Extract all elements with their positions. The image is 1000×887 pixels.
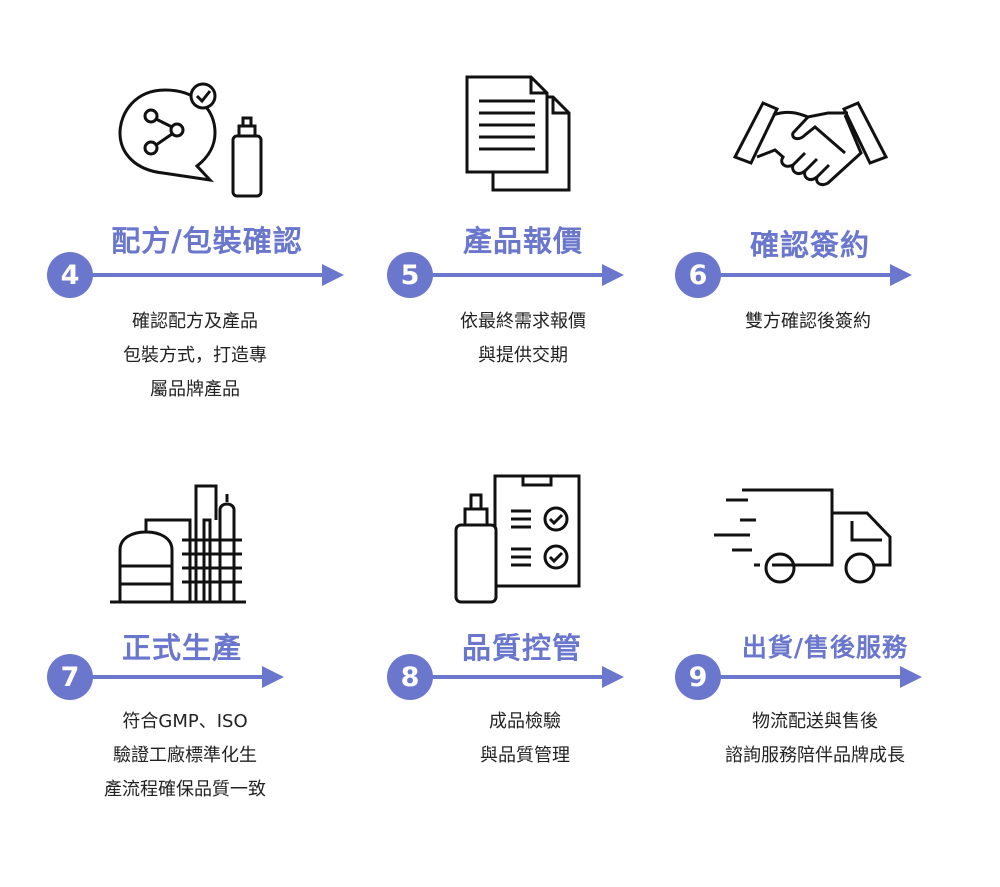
arrow-head: [890, 264, 912, 286]
arrow-line: [698, 273, 893, 277]
desc-line: 符合GMP、ISO: [122, 711, 248, 732]
desc-line: 依最終需求報價: [460, 311, 586, 332]
chat-molecule-bottle-icon: [115, 78, 275, 200]
desc-line: 物流配送與售後: [752, 711, 878, 732]
delivery-truck-icon: [712, 485, 897, 585]
step-number-badge: 8: [387, 654, 433, 700]
step-number-badge: 6: [675, 252, 721, 298]
arrow-head: [602, 666, 624, 688]
step-title: 產品報價: [462, 224, 584, 258]
step-description: 雙方確認後簽約: [745, 305, 871, 339]
desc-line: 與提供交期: [478, 345, 568, 366]
arrow-head: [322, 264, 344, 286]
checklist-bottle-icon: [453, 473, 583, 605]
arrow-line: [698, 675, 903, 679]
desc-line: 與品質管理: [480, 745, 570, 766]
step-description: 成品檢驗 與品質管理: [480, 705, 570, 773]
step-description: 符合GMP、ISO 驗證工廠標準化生 產流程確保品質一致: [104, 705, 266, 807]
arrow-head: [602, 264, 624, 286]
step-title: 正式生產: [121, 631, 243, 665]
desc-line: 雙方確認後簽約: [745, 311, 871, 332]
step-number-badge: 9: [675, 654, 721, 700]
arrow-line: [410, 675, 605, 679]
desc-line: 成品檢驗: [489, 711, 561, 732]
arrow-head: [262, 666, 284, 688]
arrow-line: [70, 675, 265, 679]
desc-line: 產流程確保品質一致: [104, 779, 266, 800]
step-number-badge: 4: [47, 252, 93, 298]
step-description: 依最終需求報價 與提供交期: [460, 305, 586, 373]
step-title: 品質控管: [461, 631, 583, 665]
step-description: 確認配方及產品 包裝方式，打造專 屬品牌產品: [123, 305, 267, 407]
step-title: 確認簽約: [749, 228, 871, 262]
arrow-head: [900, 666, 922, 688]
step-description: 物流配送與售後 諮詢服務陪伴品牌成長: [725, 705, 905, 773]
step-number-badge: 7: [47, 654, 93, 700]
handshake-icon: [733, 95, 888, 190]
arrow-line: [410, 273, 605, 277]
desc-line: 諮詢服務陪伴品牌成長: [725, 745, 905, 766]
documents-icon: [465, 75, 575, 193]
step-title: 出貨/售後服務: [741, 633, 909, 662]
desc-line: 屬品牌產品: [150, 379, 240, 400]
step-number-badge: 5: [387, 252, 433, 298]
desc-line: 驗證工廠標準化生: [113, 745, 257, 766]
desc-line: 包裝方式，打造專: [123, 345, 267, 366]
arrow-line: [70, 273, 325, 277]
factory-icon: [108, 480, 248, 605]
desc-line: 確認配方及產品: [132, 311, 258, 332]
step-title: 配方/包裝確認: [111, 224, 303, 258]
